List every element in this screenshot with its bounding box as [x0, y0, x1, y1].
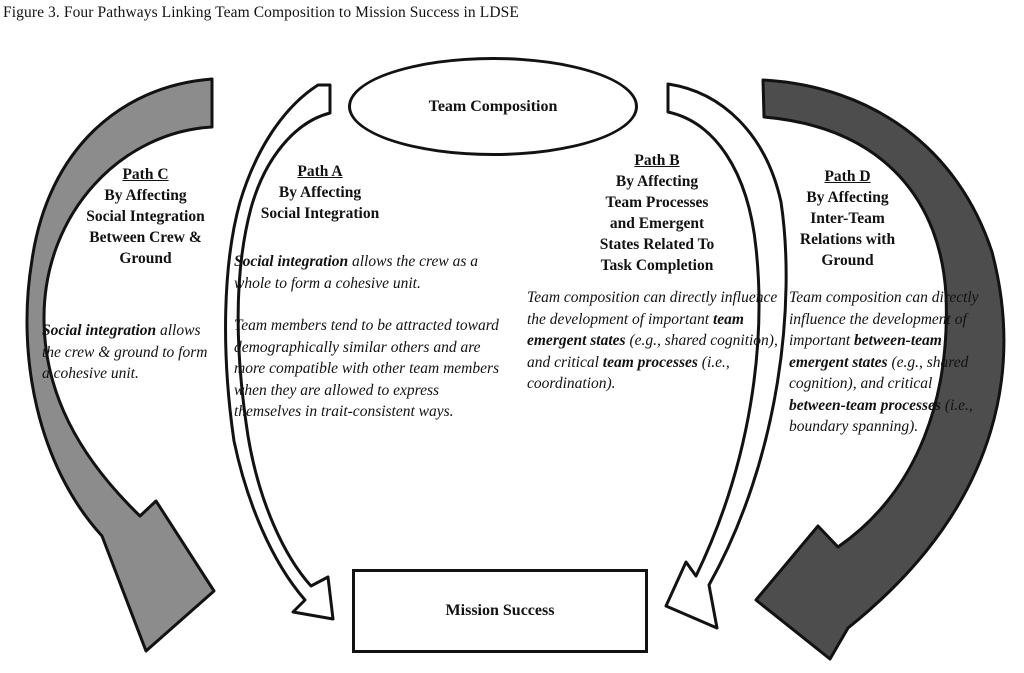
path-b-arrow [664, 82, 788, 630]
path-b-heading-line: Team Processes [605, 194, 709, 211]
path-a-heading-line: Social Integration [260, 205, 380, 222]
path-d-text: (i.e., boundary spanning). [789, 396, 973, 436]
path-d-text: Team composition can directly influence … [789, 289, 979, 349]
path-a-heading-line: By Affecting [278, 184, 362, 201]
path-c-heading-line: By Affecting [104, 187, 187, 204]
path-b-emphasis: team emergent states [527, 310, 744, 350]
path-a-arrow [224, 83, 335, 621]
path-d-heading-line: Inter-Team [810, 210, 885, 227]
path-c-heading-line: Ground [119, 250, 172, 267]
path-b-label: Path B [634, 152, 680, 169]
path-b-text: Team composition can directly influence … [527, 289, 778, 328]
path-b-text: (i.e., coordination). [527, 353, 730, 393]
path-d-text: (e.g., shared cognition), and critical [789, 353, 969, 393]
path-d-description: Team composition can directly influence … [789, 287, 991, 438]
path-a-description: Social integration allows the crew as a … [234, 251, 506, 423]
path-a-label: Path A [297, 163, 343, 180]
path-c-emphasis: Social integration [42, 322, 157, 339]
path-b-heading-line: States Related To [599, 236, 715, 253]
path-a-heading: Path A By Affecting Social Integration [245, 161, 395, 224]
path-d-heading: Path D By Affecting Inter-Team Relations… [775, 166, 920, 271]
path-c-heading-line: Between Crew & [89, 229, 202, 246]
path-b-heading: Path B By Affecting Team Processes and E… [578, 150, 736, 276]
path-a-paragraph-1: Social integration allows the crew as a … [234, 251, 506, 294]
path-c-heading: Path C By Affecting Social Integration B… [68, 164, 223, 269]
path-d-heading-line: Ground [821, 252, 874, 269]
path-c-arrow [25, 77, 216, 653]
path-a-paragraph-2: Team members tend to be attracted toward… [234, 317, 500, 420]
path-d-heading-line: Relations with [799, 231, 896, 248]
path-d-emphasis: between-team processes [789, 396, 941, 414]
path-a-text: allows the crew as a whole to form a coh… [234, 253, 479, 292]
path-a-emphasis: Social integration [234, 253, 349, 270]
team-composition-node: Team Composition [348, 57, 638, 156]
team-composition-label: Team Composition [428, 97, 558, 115]
mission-success-node: Mission Success [352, 569, 648, 653]
path-d-emphasis: between-team emergent states [789, 332, 942, 371]
path-c-text: allows the crew & ground to form a cohes… [42, 322, 208, 382]
path-b-text: (e.g., shared cognition), and critical [527, 332, 778, 371]
path-d-label: Path D [824, 168, 871, 185]
path-b-heading-line: Task Completion [600, 257, 714, 274]
path-c-label: Path C [122, 166, 169, 183]
path-b-heading-line: By Affecting [615, 173, 699, 190]
path-b-emphasis: team processes [602, 353, 698, 371]
figure-title: Figure 3. Four Pathways Linking Team Com… [3, 4, 519, 21]
path-c-description: Social integration allows the crew & gro… [42, 320, 214, 385]
path-c-heading-line: Social Integration [86, 208, 205, 225]
path-d-heading-line: By Affecting [806, 189, 889, 206]
path-d-arrow [754, 78, 1006, 661]
path-b-description: Team composition can directly influence … [527, 287, 787, 395]
mission-success-label: Mission Success [445, 602, 555, 619]
path-b-heading-line: and Emergent [609, 215, 705, 232]
